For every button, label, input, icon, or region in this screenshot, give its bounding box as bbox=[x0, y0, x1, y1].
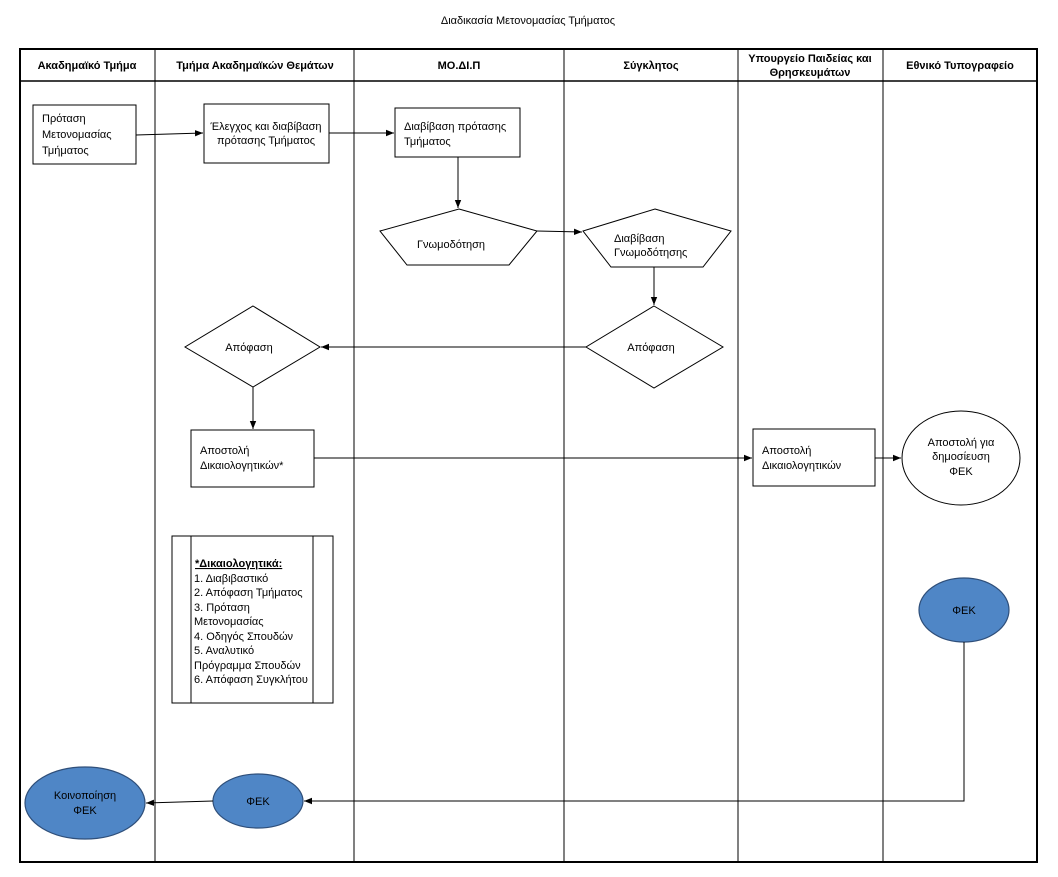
node-senate-decision: Απόφαση bbox=[585, 305, 724, 389]
node-text: Απόφαση bbox=[627, 342, 674, 354]
arrow-proposal-to-check bbox=[135, 130, 204, 137]
node-check-and-forward: Έλεγχος και διαβίβαση πρότασης Τμήματος bbox=[203, 103, 330, 164]
node-ministry-send-documents: Αποστολή Δικαιολογητικών bbox=[752, 428, 876, 487]
lane-header-academic-affairs: Τμήμα Ακαδημαϊκών Θεμάτων bbox=[176, 60, 333, 72]
node-text: Απόφαση bbox=[225, 342, 272, 354]
documents-note-line: 4. Οδηγός Σπουδών bbox=[194, 631, 294, 643]
node-text: Αποστολή bbox=[762, 445, 811, 457]
node-department-decision: Απόφαση bbox=[184, 305, 321, 388]
node-text: Δικαιολογητικών* bbox=[200, 460, 284, 472]
node-send-documents: Αποστολή Δικαιολογητικών* bbox=[190, 429, 315, 488]
node-fek-department: ΦΕΚ bbox=[212, 773, 304, 829]
lane-header-ministry-line2: Θρησκευμάτων bbox=[770, 67, 851, 79]
node-text: Γνωμοδότησης bbox=[614, 247, 687, 259]
node-text: ΦΕΚ bbox=[73, 805, 97, 817]
node-forward-proposal: Διαβίβαση πρότασης Τμήματος bbox=[394, 107, 521, 158]
node-text: Διαβίβαση πρότασης bbox=[404, 121, 506, 133]
documents-note-line: Μετονομασίας bbox=[194, 616, 264, 628]
node-department-proposal: Πρόταση Μετονομασίας Τμήματος bbox=[32, 104, 137, 165]
documents-note: *Δικαιολογητικά: 1. Διαβιβαστικό 2. Απόφ… bbox=[171, 535, 334, 704]
node-text: πρότασης Τμήματος bbox=[217, 135, 315, 147]
node-send-for-publication: Αποστολή για δημοσίευση ΦΕΚ bbox=[901, 410, 1021, 506]
documents-note-heading: *Δικαιολογητικά: bbox=[195, 558, 282, 570]
documents-note-line: 2. Απόφαση Τμήματος bbox=[194, 587, 303, 599]
swimlane-frame bbox=[19, 48, 1038, 863]
lane-header-national-printing: Εθνικό Τυπογραφείο bbox=[906, 60, 1014, 72]
lane-header-senate: Σύγκλητος bbox=[623, 60, 678, 72]
documents-note-line: 3. Πρόταση bbox=[194, 602, 250, 614]
node-notify-fek: Κοινοποίηση ΦΕΚ bbox=[24, 766, 146, 840]
lane-header-modip: ΜΟ.ΔΙ.Π bbox=[438, 60, 481, 72]
node-text: Διαβίβαση bbox=[614, 233, 665, 245]
node-text: Τμήματος bbox=[404, 136, 451, 148]
node-text: Δικαιολογητικών bbox=[762, 460, 842, 472]
arrow-fek-to-notification bbox=[145, 799, 214, 806]
lane-header-academic-department: Ακαδημαϊκό Τμήμα bbox=[38, 60, 137, 72]
node-opinion: Γνωμοδότηση bbox=[379, 208, 538, 266]
diagram-title: Διαδικασία Μετονομασίας Τμήματος bbox=[441, 15, 615, 27]
node-text: Κοινοποίηση bbox=[54, 790, 116, 802]
node-text: ΦΕΚ bbox=[949, 466, 973, 478]
node-text: Γνωμοδότηση bbox=[417, 239, 485, 251]
arrow-opinion-to-senate bbox=[536, 228, 583, 236]
node-text: ΦΕΚ bbox=[246, 796, 270, 808]
node-forward-opinion: Διαβίβαση Γνωμοδότησης bbox=[582, 208, 732, 268]
documents-note-line: 5. Αναλυτικό bbox=[194, 645, 254, 657]
node-text: Τμήματος bbox=[42, 145, 89, 157]
node-text: Πρόταση bbox=[42, 113, 86, 125]
documents-note-line: Πρόγραμμα Σπουδών bbox=[194, 660, 301, 672]
node-text: Αποστολή bbox=[200, 445, 249, 457]
node-text: δημοσίευση bbox=[932, 451, 990, 463]
node-text: Μετονομασίας bbox=[42, 129, 112, 141]
node-text: Έλεγχος και διαβίβαση bbox=[210, 121, 322, 133]
node-text: Αποστολή για bbox=[928, 437, 995, 449]
documents-note-line: 6. Απόφαση Συγκλήτου bbox=[194, 674, 308, 686]
node-text: ΦΕΚ bbox=[952, 605, 976, 617]
node-fek-printing: ΦΕΚ bbox=[918, 577, 1010, 643]
lane-header-ministry-line1: Υπουργείο Παιδείας και bbox=[748, 53, 871, 65]
arrow-fek-printing-to-department bbox=[304, 642, 965, 805]
documents-note-line: 1. Διαβιβαστικό bbox=[194, 573, 268, 585]
